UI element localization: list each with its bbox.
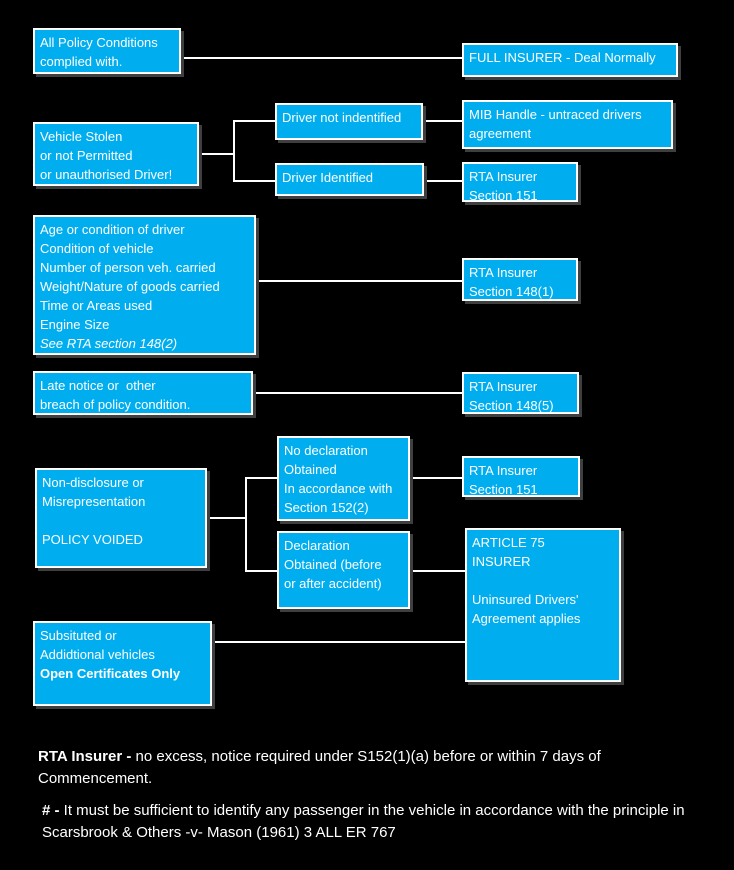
node-text: or not Permitted bbox=[40, 148, 133, 163]
connector-branch-identified bbox=[233, 180, 275, 182]
connector-branch-nodeclaration bbox=[245, 477, 277, 479]
node-text: RTA Insurer bbox=[469, 463, 538, 478]
node-text: Uninsured Drivers' bbox=[472, 592, 579, 607]
footnote-text: It must be sufficient to identify any pa… bbox=[42, 802, 685, 841]
node-text: No declaration bbox=[284, 443, 368, 458]
node-driver-identified: Driver Identified bbox=[275, 163, 424, 196]
connector-latenotice-rta1485 bbox=[253, 392, 462, 394]
node-conditions-list: Age or condition of driver Condition of … bbox=[33, 215, 256, 355]
footnote-passenger-principle: # - It must be sufficient to identify an… bbox=[42, 800, 707, 844]
connector-branch-declaration bbox=[245, 570, 277, 572]
node-text: Age or condition of driver bbox=[40, 222, 185, 237]
node-text: FULL INSURER - Deal Normally bbox=[469, 50, 656, 65]
node-rta-insurer-151-top: RTA Insurer Section 151 bbox=[462, 162, 578, 203]
node-text: In accordance with bbox=[284, 481, 393, 496]
node-text bbox=[472, 571, 614, 590]
node-text: Condition of vehicle bbox=[40, 241, 154, 256]
node-text: Driver Identified bbox=[282, 170, 374, 185]
node-text: Weight/Nature of goods carried bbox=[40, 279, 220, 294]
node-text: Late notice or other bbox=[40, 378, 156, 393]
node-rta-insurer-148-5: RTA Insurer Section 148(5) bbox=[462, 372, 579, 414]
node-substituted-vehicles: Subsituted or Addidtional vehicles Open … bbox=[33, 621, 212, 706]
connector-nodeclaration-rta151 bbox=[410, 477, 462, 479]
node-text: Addidtional vehicles bbox=[40, 647, 155, 662]
node-text: Obtained bbox=[284, 462, 337, 477]
node-mib-handle: MIB Handle - untraced drivers agreement bbox=[462, 100, 673, 149]
node-text: See RTA section 148(2) bbox=[40, 336, 178, 351]
connector-conditions-rta1481 bbox=[256, 280, 462, 282]
node-text: Vehicle Stolen bbox=[40, 129, 123, 144]
footnote-rta-insurer: RTA Insurer - no excess, notice required… bbox=[38, 746, 603, 790]
footnote-lead: # - bbox=[42, 802, 60, 819]
node-text: Subsituted or bbox=[40, 628, 117, 643]
node-late-notice: Late notice or other breach of policy co… bbox=[33, 371, 253, 415]
node-text: breach of policy condition. bbox=[40, 397, 191, 412]
node-text: All Policy Conditions bbox=[40, 35, 158, 50]
node-text: or after accident) bbox=[284, 576, 382, 591]
connector-policy-fullinsurer bbox=[181, 57, 462, 59]
node-text: Section 152(2) bbox=[284, 500, 369, 515]
node-text: RTA Insurer bbox=[469, 379, 538, 394]
node-text: Declaration bbox=[284, 538, 350, 553]
node-text: Obtained (before bbox=[284, 557, 382, 572]
node-rta-insurer-151-bottom: RTA Insurer Section 151 bbox=[462, 456, 580, 497]
node-vehicle-stolen: Vehicle Stolen or not Permitted or unaut… bbox=[33, 122, 199, 186]
node-text: Section 151 bbox=[469, 482, 538, 497]
footnote-text: no excess, notice required under S152(1)… bbox=[38, 748, 601, 787]
node-text: Section 148(5) bbox=[469, 398, 554, 413]
node-full-insurer: FULL INSURER - Deal Normally bbox=[462, 43, 678, 77]
node-text: RTA Insurer bbox=[469, 265, 538, 280]
node-article-75-insurer: ARTICLE 75 INSURER Uninsured Drivers' Ag… bbox=[465, 528, 621, 682]
node-text: Non-disclosure or bbox=[42, 475, 144, 490]
connector-nondisclosure-stub bbox=[207, 517, 247, 519]
node-text bbox=[42, 511, 200, 530]
node-text: INSURER bbox=[472, 554, 531, 569]
node-text: MIB Handle - untraced drivers bbox=[469, 107, 642, 122]
node-text: POLICY VOIDED bbox=[42, 532, 143, 547]
node-text: RTA Insurer bbox=[469, 169, 538, 184]
node-text: agreement bbox=[469, 126, 532, 141]
node-driver-not-identified: Driver not indentified bbox=[275, 103, 423, 140]
node-text: Section 151 bbox=[469, 188, 538, 203]
connector-branch-notidentified bbox=[233, 120, 275, 122]
connector-identified-rta151 bbox=[424, 180, 462, 182]
node-text: or unauthorised Driver! bbox=[40, 167, 173, 182]
node-all-policy-conditions: All Policy Conditions complied with. bbox=[33, 28, 181, 74]
node-text: Number of person veh. carried bbox=[40, 260, 216, 275]
connector-declaration-article75 bbox=[410, 570, 465, 572]
node-text: Open Certificates Only bbox=[40, 666, 181, 681]
footnote-lead: RTA Insurer - bbox=[38, 748, 132, 765]
node-text: Engine Size bbox=[40, 317, 110, 332]
connector-stolen-branch bbox=[233, 120, 235, 182]
connector-substituted-article75 bbox=[212, 641, 465, 643]
node-text: ARTICLE 75 bbox=[472, 535, 545, 550]
node-no-declaration: No declaration Obtained In accordance wi… bbox=[277, 436, 410, 521]
node-declaration-obtained: Declaration Obtained (before or after ac… bbox=[277, 531, 410, 609]
node-rta-insurer-148-1: RTA Insurer Section 148(1) bbox=[462, 258, 578, 301]
node-text: Agreement applies bbox=[472, 611, 581, 626]
node-text: complied with. bbox=[40, 54, 123, 69]
connector-nondisclosure-branch bbox=[245, 477, 247, 572]
connector-stolen-stub bbox=[198, 153, 235, 155]
node-text: Section 148(1) bbox=[469, 284, 554, 299]
node-text: Time or Areas used bbox=[40, 298, 153, 313]
node-text: Misrepresentation bbox=[42, 494, 146, 509]
node-text: Driver not indentified bbox=[282, 110, 402, 125]
connector-notidentified-mib bbox=[422, 120, 462, 122]
node-non-disclosure: Non-disclosure or Misrepresentation POLI… bbox=[35, 468, 207, 568]
